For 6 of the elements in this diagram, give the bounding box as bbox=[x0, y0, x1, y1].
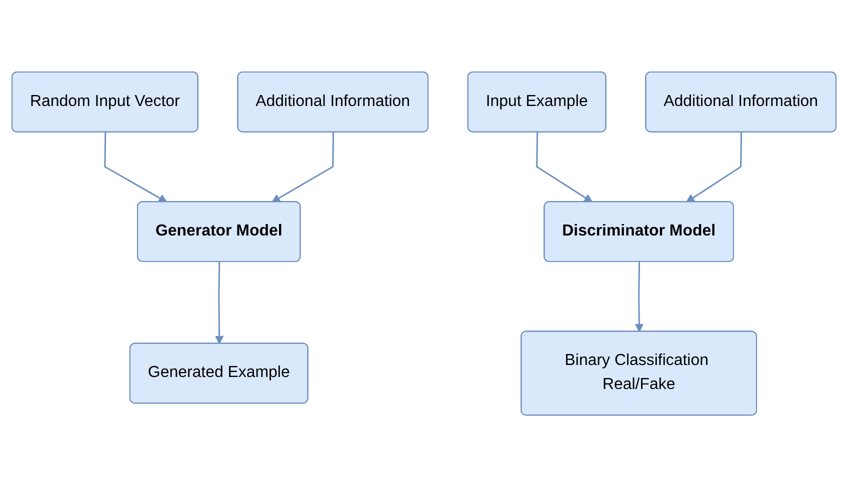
arrow bbox=[104, 132, 168, 203]
arrow bbox=[686, 132, 742, 203]
arrow bbox=[536, 132, 593, 203]
arrow bbox=[214, 262, 224, 345]
arrow bbox=[272, 132, 334, 203]
arrow bbox=[634, 262, 644, 333]
